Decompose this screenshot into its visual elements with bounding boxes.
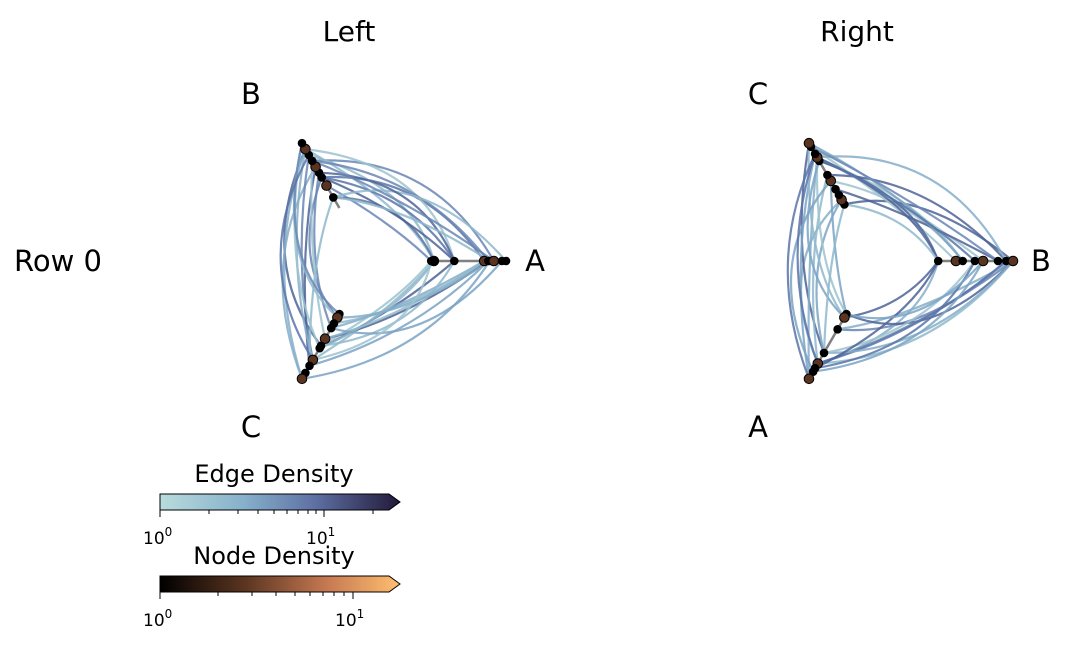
- edge-12: [333, 196, 491, 262]
- node-b-2: [958, 256, 968, 266]
- colorbar-edge-tick-0: 100: [143, 525, 172, 549]
- edge-16: [313, 172, 333, 329]
- edge-13: [311, 159, 495, 262]
- hive-panel-left: [279, 138, 511, 385]
- colorbar-edge-title: Edge Density: [194, 460, 353, 488]
- node-a-2: [833, 325, 842, 334]
- edge-34: [330, 260, 485, 330]
- right-axis-label-a: A: [748, 410, 768, 444]
- edge-20: [815, 199, 843, 354]
- edge-10: [332, 189, 507, 262]
- edges: [279, 142, 507, 380]
- edge-7: [305, 148, 456, 262]
- edge-11: [318, 171, 456, 262]
- edge-22: [815, 157, 848, 315]
- edge-0: [312, 159, 495, 262]
- colorbar-node-title: Node Density: [193, 542, 355, 570]
- colorbar-edge-density: Edge Density 100 101: [143, 460, 401, 549]
- colorbar-edge-bar: [159, 493, 401, 511]
- edge-38: [337, 260, 491, 319]
- colorbar-node-density: Node Density 100 101: [143, 542, 401, 631]
- edge-15: [800, 143, 826, 354]
- edge-36: [324, 260, 485, 340]
- edge-18: [807, 157, 819, 379]
- right-axis-label-b: B: [1031, 244, 1051, 278]
- node-b-4: [977, 255, 989, 267]
- node-a-2: [429, 256, 439, 266]
- edge-24: [789, 180, 832, 373]
- edge-40: [301, 260, 491, 380]
- colorbar-node-bar: [159, 575, 401, 593]
- colorbar-node-ticks: [159, 592, 354, 599]
- colorbar-edge-ticks: [159, 510, 374, 517]
- edge-41: [846, 260, 984, 320]
- edge-27: [279, 154, 314, 361]
- node-b-3: [970, 256, 980, 266]
- panel-title-left: Left: [323, 15, 376, 48]
- edge-7: [817, 155, 1008, 262]
- edge-9: [808, 142, 964, 262]
- edges: [786, 142, 1014, 380]
- colorbar-node-tick-1: 101: [335, 607, 364, 631]
- edge-24: [310, 160, 327, 339]
- node-b-5: [993, 256, 1003, 266]
- node-c-3: [831, 184, 840, 194]
- edge-39: [330, 260, 503, 335]
- edge-9: [321, 176, 456, 262]
- edge-41: [312, 260, 433, 361]
- colorbar-node-tick-0: 100: [143, 607, 172, 631]
- node-a-1: [839, 312, 850, 323]
- node-a-7: [803, 373, 815, 385]
- edge-35: [319, 260, 435, 350]
- edge-8: [312, 159, 490, 262]
- node-b-0: [329, 193, 338, 202]
- row-label: Row 0: [14, 244, 102, 278]
- edge-34: [817, 260, 1007, 365]
- edge-3: [827, 173, 1008, 262]
- edge-5: [810, 145, 957, 262]
- node-c-6: [315, 343, 325, 353]
- edge-30: [309, 260, 490, 367]
- edge-13: [810, 145, 999, 262]
- node-c-8: [810, 149, 820, 159]
- node-a-3: [819, 348, 829, 358]
- node-a-9: [501, 256, 511, 266]
- hive-panel-right: [786, 137, 1019, 385]
- edge-16: [829, 180, 848, 315]
- panel-title-right: Right: [820, 15, 894, 48]
- node-b-1: [321, 180, 332, 191]
- node-c-8: [305, 361, 314, 371]
- edge-27: [796, 153, 819, 364]
- edge-25: [806, 160, 846, 319]
- edge-39: [812, 260, 985, 373]
- node-a-7: [488, 255, 500, 267]
- edge-5: [325, 184, 432, 262]
- node-c-5: [823, 170, 832, 180]
- edge-23: [786, 153, 817, 380]
- edge-11: [816, 156, 976, 262]
- right-axis-label-c: C: [748, 77, 768, 111]
- node-c-10: [296, 373, 308, 385]
- edge-12: [844, 203, 940, 262]
- left-axis-label-a: A: [525, 244, 545, 278]
- edge-15: [281, 166, 317, 380]
- node-c-3: [326, 323, 336, 333]
- edge-37: [823, 260, 976, 354]
- node-a-3: [450, 256, 459, 266]
- node-b-0: [933, 256, 943, 266]
- node-c-10: [803, 137, 815, 149]
- left-axis-label-c: C: [241, 410, 261, 444]
- edge-35: [844, 260, 940, 319]
- node-c-4: [319, 333, 331, 345]
- edge-4: [321, 176, 456, 262]
- edge-26: [822, 204, 846, 353]
- colorbar-edge-tick-1: 101: [306, 525, 335, 549]
- edge-26: [293, 142, 341, 315]
- node-b-8: [297, 138, 307, 148]
- left-axis-label-b: B: [241, 77, 261, 111]
- node-b-7: [1007, 255, 1019, 267]
